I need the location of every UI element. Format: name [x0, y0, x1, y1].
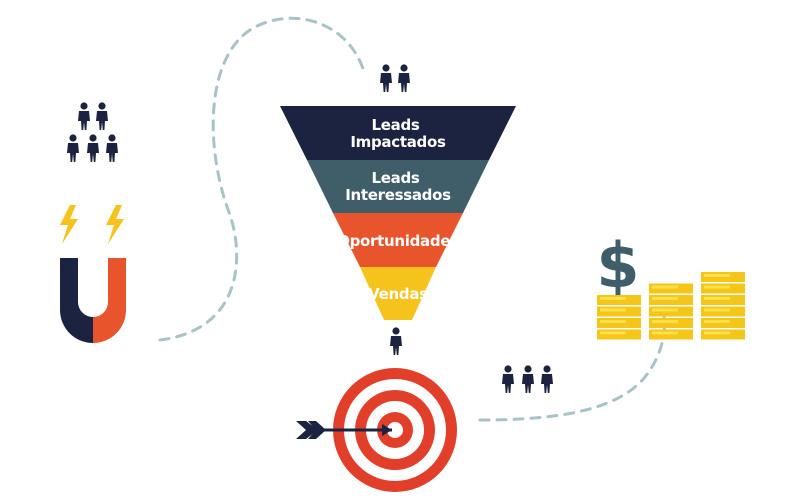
lightning-icon: [106, 205, 124, 244]
person-icon: [541, 365, 553, 393]
person-icon: [87, 134, 99, 162]
coin-highlight: [600, 308, 626, 312]
people-group-top: [380, 64, 410, 92]
coin-stacks: [597, 272, 745, 340]
person-icon: [522, 365, 534, 393]
funnel-stage-4: [360, 267, 436, 320]
coin-highlight: [600, 331, 626, 335]
person-icon: [380, 64, 392, 92]
funnel-stage-4-label: Vendas: [368, 285, 428, 303]
coin-stack-icon: [701, 272, 745, 340]
journey-path: [158, 16, 367, 342]
people-group-right: [502, 365, 553, 393]
coin-stack-icon: [597, 295, 641, 340]
coin-highlight: [652, 297, 678, 300]
lightning-icon: [60, 205, 78, 244]
funnel: Leads Impactados Leads Interessados Opor…: [280, 106, 516, 320]
funnel-stage-1: [280, 106, 516, 160]
person-icon: [78, 102, 90, 130]
funnel-stage-1-label: Leads Impactados: [350, 116, 446, 151]
dollar-icon: $: [596, 229, 639, 302]
person-icon: [390, 327, 402, 355]
funnel-stage-3-label: Oportunidades: [337, 232, 459, 250]
target-icon: [333, 368, 457, 492]
people-group-left: [67, 102, 118, 162]
person-icon: [96, 102, 108, 130]
funnel-stage-2-label: Leads Interessados: [345, 169, 451, 204]
arrow-icon: [296, 421, 392, 439]
person-icon: [67, 134, 79, 162]
coin-highlight: [704, 320, 730, 323]
people-group-single: [390, 327, 402, 355]
coin-highlight: [704, 331, 730, 335]
coin-highlight: [704, 274, 730, 277]
coin-highlight: [600, 320, 626, 323]
coin-highlight: [652, 331, 678, 335]
person-icon: [398, 64, 410, 92]
person-icon: [106, 134, 118, 162]
funnel-stage-2: [307, 160, 489, 213]
funnel-stage-3: [333, 213, 463, 267]
coin-highlight: [652, 285, 678, 289]
coin-highlight: [704, 297, 730, 300]
magnet-icon: [60, 258, 126, 343]
coin-highlight: [704, 285, 730, 289]
coin-highlight: [704, 308, 730, 312]
coin-highlight: [652, 308, 678, 312]
coin-stack-icon: [649, 283, 693, 340]
person-icon: [502, 365, 514, 393]
coin-highlight: [652, 320, 678, 323]
coin-highlight: [600, 297, 626, 300]
